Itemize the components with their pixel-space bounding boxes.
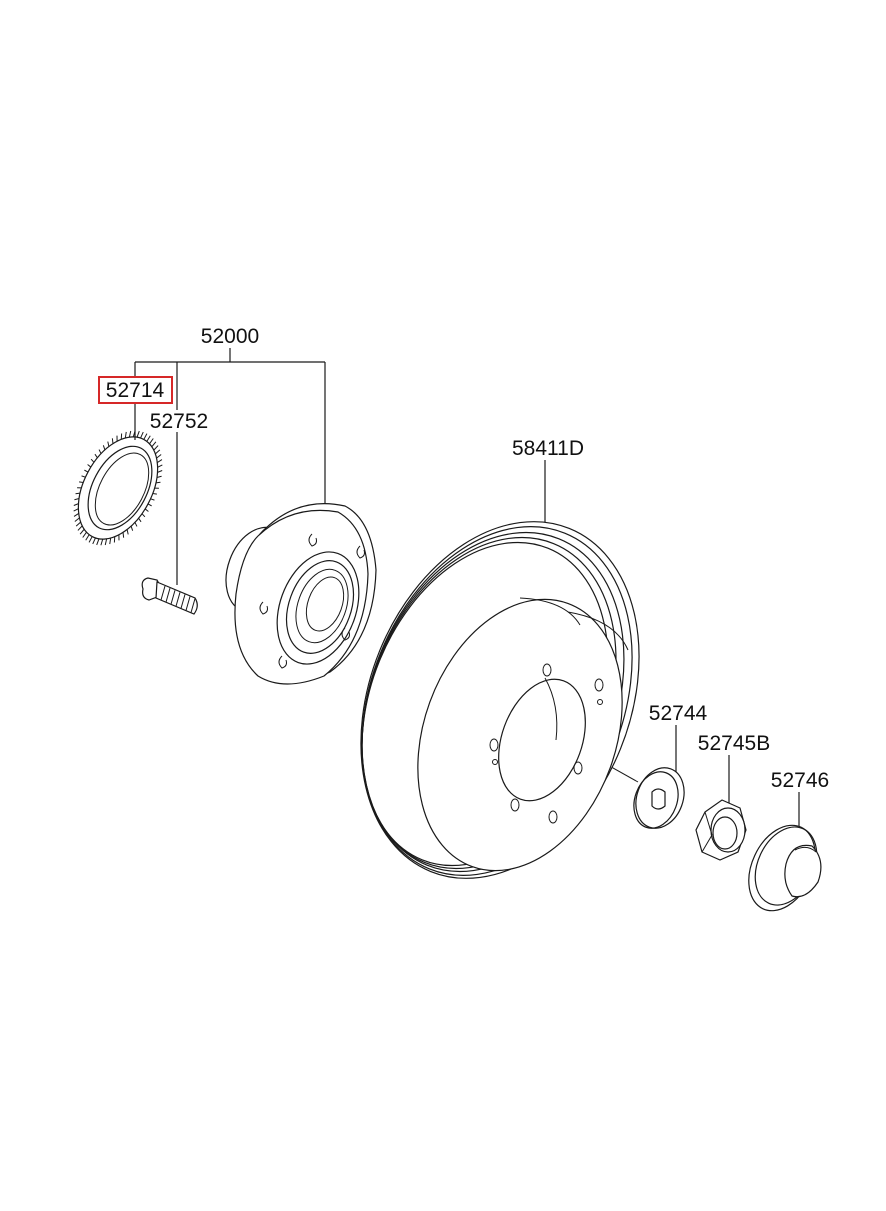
ring-tooth <box>102 445 106 451</box>
part-label-52752[interactable]: 52752 <box>150 410 208 433</box>
ring-tooth <box>100 538 104 546</box>
ring-tooth <box>74 517 80 522</box>
ring-tooth <box>79 481 84 483</box>
dust-cap-drawing <box>748 824 822 912</box>
ring-tooth <box>136 430 140 438</box>
bolt-thread <box>170 590 176 605</box>
ring-tooth <box>92 537 96 545</box>
ring-tooth <box>157 464 163 468</box>
ring-tooth <box>128 430 132 438</box>
bolt-thread <box>190 598 196 613</box>
ring-tooth <box>143 433 148 440</box>
ring-tooth <box>87 464 92 468</box>
ring-tooth <box>111 438 114 444</box>
part-label-58411D[interactable]: 58411D <box>512 437 584 460</box>
ring-tooth <box>96 538 100 546</box>
ring-tooth <box>155 449 161 455</box>
ring-tooth <box>130 525 134 531</box>
ring-tooth <box>157 459 163 464</box>
ring-tooth <box>75 521 81 527</box>
ring-tooth <box>140 431 144 439</box>
ring-tooth <box>73 508 79 512</box>
ring-tooth <box>82 531 87 538</box>
ring-tooth <box>109 537 112 545</box>
ring-tooth <box>146 435 151 442</box>
ring-tooth <box>73 512 79 517</box>
ring-tooth <box>151 441 157 448</box>
ring-tooth <box>156 475 162 479</box>
bolt-thread <box>165 587 171 603</box>
hub-drawing <box>225 503 377 685</box>
ring-tooth <box>98 449 102 454</box>
ring-tooth <box>141 513 146 518</box>
part-label-52745B[interactable]: 52745B <box>698 732 770 755</box>
wheel-bolt-drawing <box>141 577 198 615</box>
ring-tooth <box>85 534 90 541</box>
hub-nut-drawing <box>695 799 747 861</box>
ring-tooth <box>84 469 89 473</box>
ring-tooth <box>75 492 81 495</box>
part-label-52744[interactable]: 52744 <box>649 702 708 725</box>
ring-tooth <box>122 532 125 538</box>
ring-tooth <box>107 441 110 447</box>
bolt-thread <box>180 594 186 609</box>
ring-tooth <box>153 445 159 451</box>
ring-tooth <box>90 458 95 463</box>
ring-tooth <box>147 503 152 507</box>
ring-tooth <box>134 522 138 527</box>
part-label-52746[interactable]: 52746 <box>771 769 829 792</box>
tone-ring-drawing <box>73 430 163 546</box>
part-label-52714[interactable]: 52714 <box>106 379 165 402</box>
ring-tooth <box>81 475 86 478</box>
bolt-thread <box>185 596 191 611</box>
ring-tooth <box>152 493 157 495</box>
ring-tooth <box>124 431 127 439</box>
ring-tooth <box>150 498 155 501</box>
ring-tooth <box>157 470 163 473</box>
ring-tooth <box>144 508 149 512</box>
ring-tooth <box>73 503 79 506</box>
part-label-highlight-box <box>98 376 173 404</box>
part-label-52000[interactable]: 52000 <box>201 325 259 348</box>
washer-drawing <box>633 767 685 829</box>
ring-tooth <box>126 529 129 535</box>
ring-tooth <box>149 438 154 445</box>
bolt-thread <box>175 592 181 607</box>
ring-tooth <box>77 525 83 531</box>
ring-tooth <box>104 538 108 546</box>
ring-tooth <box>132 430 136 438</box>
ring-tooth <box>88 536 93 543</box>
ring-tooth <box>79 528 85 535</box>
ring-tooth <box>74 497 80 501</box>
ring-tooth <box>155 481 161 484</box>
brake-disc-drawing <box>360 521 640 879</box>
bolt-thread <box>160 585 166 601</box>
ring-tooth <box>156 454 162 459</box>
